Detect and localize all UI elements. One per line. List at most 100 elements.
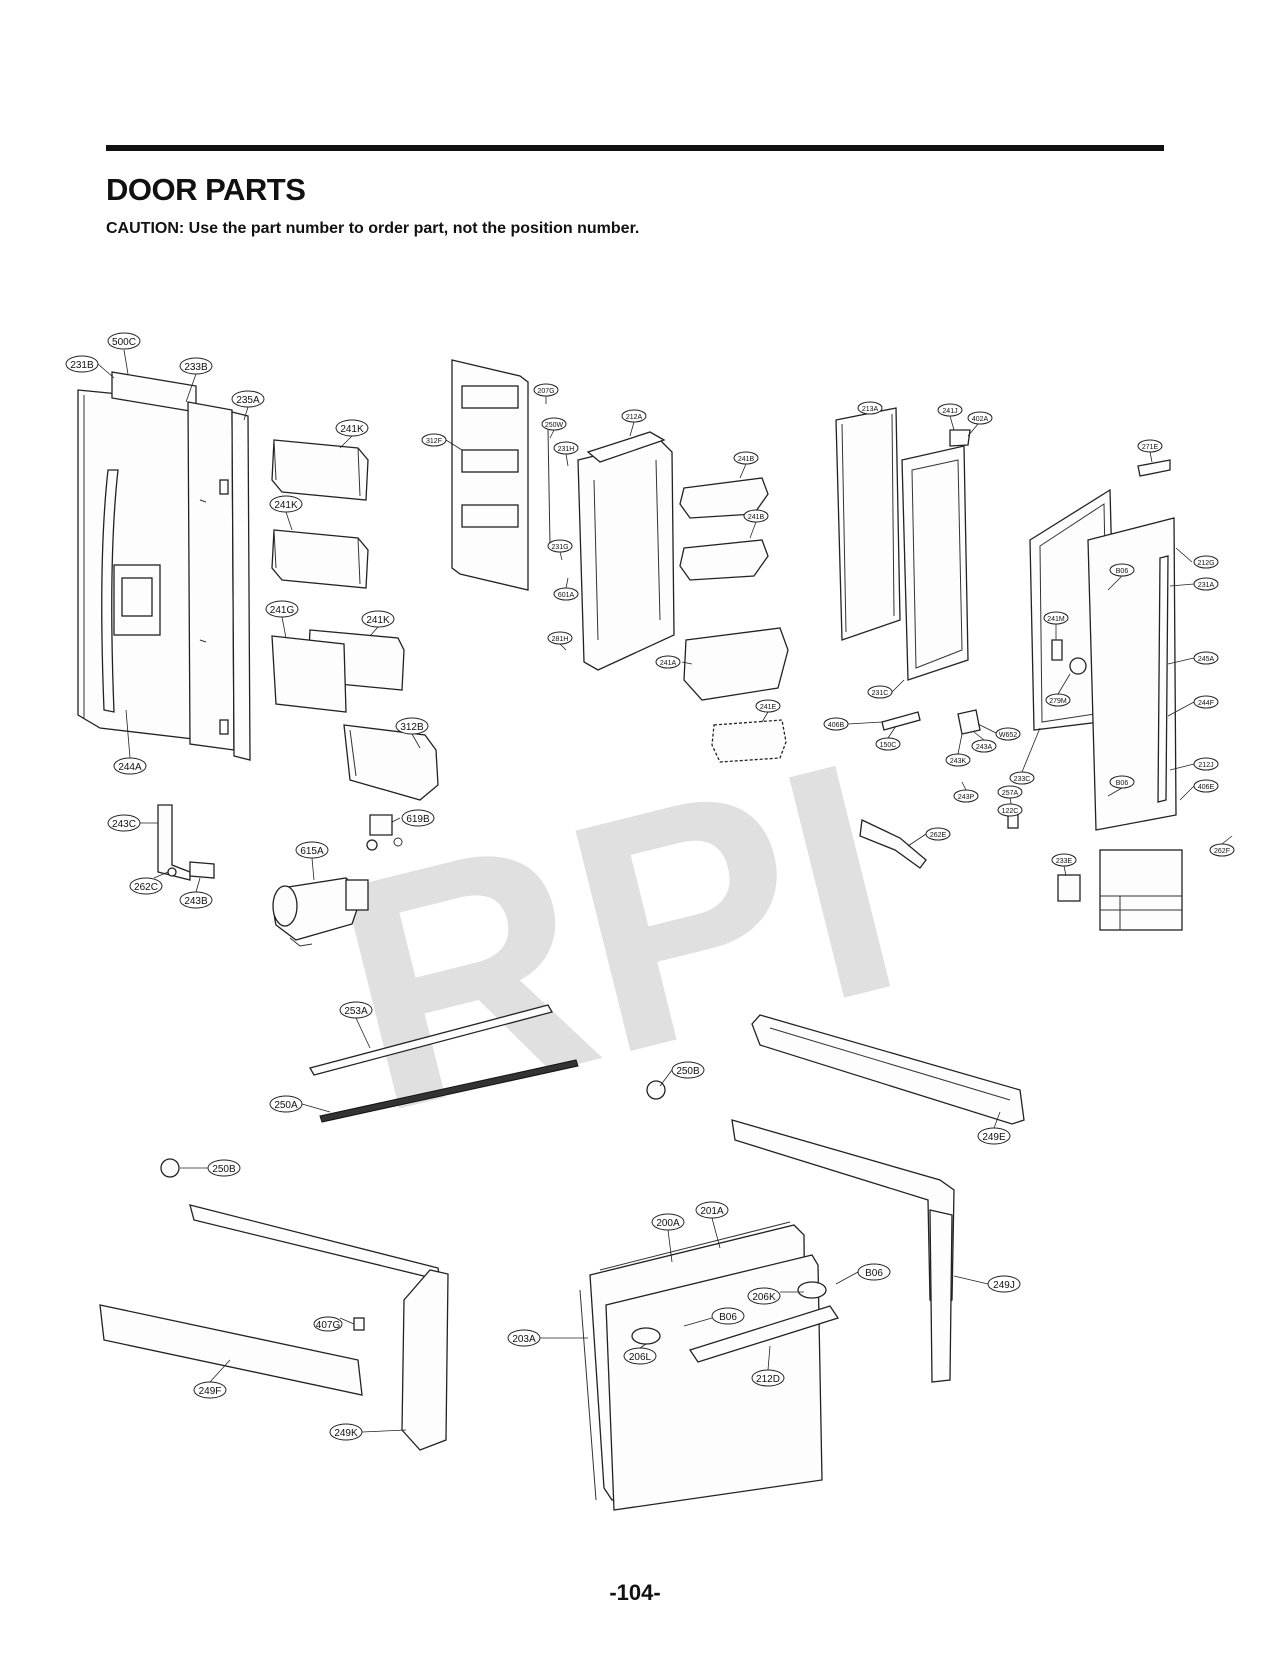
svg-text:231G: 231G [551, 544, 568, 551]
callout-262E: 262E [907, 827, 951, 847]
svg-text:262E: 262E [930, 832, 947, 839]
callout-619B: 619B [391, 809, 435, 827]
center-door-assembly [451, 359, 789, 763]
svg-text:212A: 212A [626, 414, 643, 421]
callout-262F: 262F [1209, 835, 1235, 857]
svg-text:250B: 250B [212, 1164, 236, 1175]
callout-279M: 279M [1045, 673, 1071, 707]
callout-231A: 231A [1169, 577, 1219, 591]
svg-text:262F: 262F [1214, 848, 1230, 855]
callout-241K-2: 241K [269, 495, 303, 531]
callout-B06-3: B06 [835, 1263, 891, 1285]
svg-text:231B: 231B [70, 360, 94, 371]
svg-text:241J: 241J [942, 408, 957, 415]
svg-text:312B: 312B [400, 722, 424, 733]
callout-207G: 207G [533, 383, 559, 404]
callout-233B: 233B [179, 357, 213, 403]
callout-W652: W652 [977, 723, 1021, 741]
svg-text:B06: B06 [1116, 568, 1129, 575]
callout-241B-1: 241B [733, 451, 759, 479]
svg-text:241K: 241K [274, 500, 298, 511]
callout-200A: 200A [651, 1213, 685, 1263]
svg-text:206L: 206L [629, 1352, 652, 1363]
svg-text:249F: 249F [199, 1386, 222, 1397]
header-rule [106, 145, 1164, 151]
callout-406B: 406B [823, 717, 883, 731]
callout-249J: 249J [953, 1275, 1021, 1293]
callout-601A: 601A [553, 577, 579, 601]
svg-text:281H: 281H [552, 636, 569, 643]
callout-150C: 150C [875, 725, 901, 751]
callout-253A: 253A [339, 1001, 373, 1049]
svg-text:406E: 406E [1198, 784, 1215, 791]
callout-122C: 122C [997, 803, 1023, 817]
caution-note: CAUTION: Use the part number to order pa… [106, 220, 640, 237]
svg-text:262C: 262C [134, 882, 158, 893]
callout-203A: 203A [507, 1329, 588, 1347]
svg-text:500C: 500C [112, 337, 136, 348]
svg-text:250B: 250B [676, 1066, 700, 1077]
callout-262C: 262C [129, 871, 169, 895]
svg-text:615A: 615A [300, 846, 324, 857]
svg-text:406B: 406B [828, 722, 845, 729]
svg-text:233E: 233E [1056, 858, 1073, 865]
water-valve-615A [272, 877, 369, 947]
svg-text:201A: 201A [700, 1206, 724, 1217]
callout-243P: 243P [953, 781, 979, 803]
callout-407G: 407G [313, 1316, 355, 1332]
callout-271E: 271E [1137, 439, 1163, 463]
svg-text:250A: 250A [274, 1100, 298, 1111]
svg-text:B06: B06 [1116, 780, 1129, 787]
callout-500C: 500C [107, 332, 141, 375]
callout-241M: 241M [1043, 611, 1069, 640]
svg-text:271E: 271E [1142, 444, 1159, 451]
callout-241B-2: 241B [743, 509, 769, 539]
callout-250B-2: 250B [180, 1159, 241, 1177]
svg-text:241M: 241M [1047, 616, 1065, 623]
svg-text:207G: 207G [537, 388, 554, 395]
callout-257A: 257A [997, 785, 1023, 809]
svg-text:250W: 250W [545, 422, 564, 429]
callout-406E: 406E [1179, 779, 1219, 801]
callout-249K: 249K [329, 1423, 407, 1441]
callout-312B: 312B [395, 717, 429, 749]
svg-text:241B: 241B [738, 456, 755, 463]
callout-206K: 206K [747, 1287, 804, 1305]
callout-250A: 250A [269, 1095, 331, 1113]
callout-231G: 231G [547, 539, 573, 561]
callout-250W: 250W [541, 417, 567, 439]
callout-B06-4: B06 [683, 1307, 745, 1327]
callout-233E: 233E [1051, 853, 1077, 877]
callout-281H: 281H [547, 631, 573, 651]
callout-312F: 312F [421, 433, 463, 451]
callout-250B-1: 250B [659, 1061, 705, 1087]
svg-text:212D: 212D [756, 1374, 780, 1385]
svg-text:233B: 233B [184, 362, 208, 373]
callout-241K-3: 241K [361, 610, 395, 637]
callout-212A: 212A [621, 409, 647, 437]
svg-text:241K: 241K [340, 424, 364, 435]
left-door-assembly [77, 371, 251, 761]
svg-text:235A: 235A [236, 395, 260, 406]
svg-text:243A: 243A [976, 744, 993, 751]
svg-text:312F: 312F [426, 438, 442, 445]
callout-615A: 615A [295, 841, 329, 881]
svg-text:203A: 203A [512, 1334, 536, 1345]
svg-text:601A: 601A [558, 592, 575, 599]
svg-text:244F: 244F [1198, 700, 1214, 707]
svg-text:W652: W652 [999, 732, 1017, 739]
callout-B06-1: B06 [1107, 563, 1135, 591]
callout-241G: 241G [265, 600, 299, 639]
svg-text:231H: 231H [558, 446, 575, 453]
svg-text:249K: 249K [334, 1428, 358, 1439]
svg-text:407G: 407G [316, 1320, 341, 1331]
svg-text:253A: 253A [344, 1006, 368, 1017]
callout-244A: 244A [113, 709, 147, 775]
svg-text:212J: 212J [1198, 762, 1213, 769]
svg-text:200A: 200A [656, 1218, 680, 1229]
svg-text:B06: B06 [719, 1312, 737, 1323]
svg-text:243K: 243K [950, 758, 967, 765]
callout-212D: 212D [751, 1345, 785, 1387]
callout-244F: 244F [1167, 695, 1219, 717]
freezer-drawer-assembly [99, 1004, 1025, 1511]
